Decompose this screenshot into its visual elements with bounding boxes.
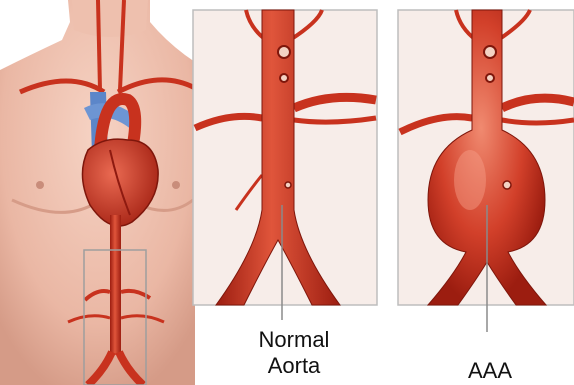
aaa-vessel-opening-2	[486, 74, 494, 82]
normal-vessel-opening-2	[280, 74, 288, 82]
descending-aorta	[110, 215, 121, 355]
right-nipple	[172, 181, 180, 189]
normal-caption-line2: Aorta	[236, 353, 352, 379]
normal-caption-line1: Normal	[236, 327, 352, 353]
neck	[72, 0, 148, 37]
carotid-artery-left	[98, 0, 100, 90]
normal-vessel-opening-3	[285, 182, 291, 188]
aaa-caption: AAA	[455, 358, 525, 384]
aaa-vessel-opening-1	[484, 46, 496, 58]
left-nipple	[36, 181, 44, 189]
normal-vessel-opening-1	[278, 46, 290, 58]
aaa-vessel-opening-3	[503, 181, 511, 189]
torso-figure	[0, 0, 195, 385]
aneurysm-highlight	[454, 150, 486, 210]
normal-aorta-caption: Normal Aorta	[236, 327, 352, 379]
aaa-panel	[398, 10, 574, 332]
normal-aorta-panel	[193, 10, 377, 320]
